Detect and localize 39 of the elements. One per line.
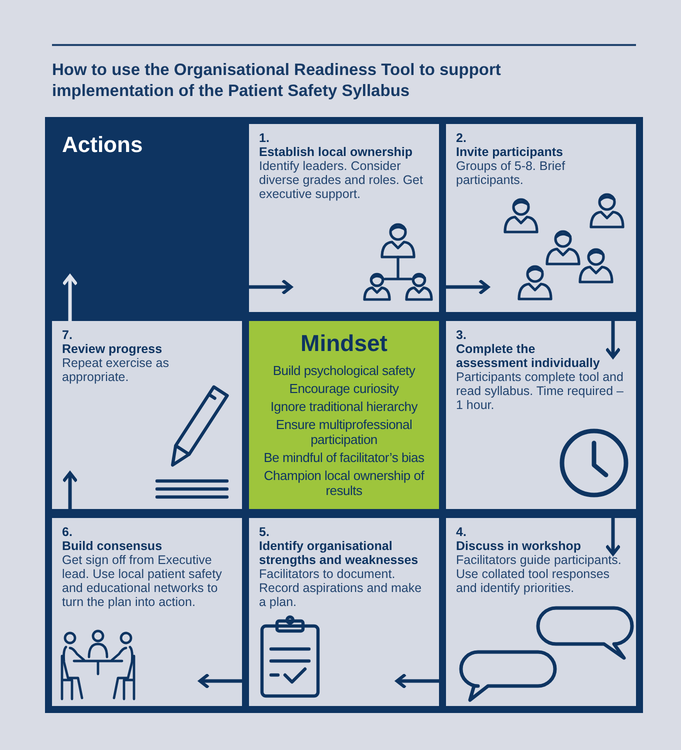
step-description: Identify leaders. Consider diverse grades and roles. Get executive support.	[259, 159, 424, 201]
step-card	[249, 518, 439, 706]
mindset-item: Ensure multiprofessional participation	[274, 417, 414, 447]
step-heading: Review progress	[62, 342, 162, 356]
step-heading: Discuss in workshop	[456, 539, 582, 553]
step-number: 3.	[456, 328, 466, 342]
step-number: 6.	[62, 525, 72, 539]
arrow	[62, 274, 78, 321]
step-card	[52, 321, 242, 509]
mindset-item: Be mindful of facilitator’s bias	[264, 450, 424, 465]
step-card	[446, 518, 636, 706]
step-description: Groups of 5-8. Brief participants.	[456, 159, 566, 187]
step-heading: Complete the assessment individually	[456, 342, 601, 370]
panel-heading: Actions	[62, 132, 143, 158]
step-card	[446, 124, 636, 312]
step-number: 2.	[456, 131, 466, 145]
step-heading: Establish local ownership	[259, 145, 413, 159]
step-heading: Build consensus	[62, 539, 162, 553]
step-heading: Invite participants	[456, 145, 563, 159]
step-card	[446, 321, 636, 509]
step-description: Facilitators guide participants. Use collated tool responses and identify priorities.	[456, 553, 622, 595]
step-description: Repeat exercise as appropriate.	[62, 356, 170, 384]
mindset-item: Champion local ownership of results	[262, 468, 426, 498]
step-description: Facilitators to document. Record aspirations and make a plan.	[259, 567, 423, 609]
panel-heading: Mindset	[300, 330, 388, 357]
diagram-title: How to use the Organisational Readiness Tool to support implementation of the Patient Safety Syllabus	[52, 60, 502, 102]
step-number: 5.	[259, 525, 270, 539]
mindset-item: Encourage curiosity	[289, 381, 399, 396]
step-number: 7.	[62, 328, 72, 342]
mindset-item: Build psychological safety	[272, 363, 416, 378]
step-number: 4.	[456, 525, 466, 539]
step-number: 1.	[259, 131, 270, 145]
step-description: Get sign off from Executive lead. Use local patient safety and educational networks to turn the plan into action.	[62, 553, 223, 609]
step-heading: Identify organisational strengths and weaknesses	[259, 539, 420, 567]
mindset-panel	[249, 321, 439, 509]
step-card	[52, 518, 242, 706]
step-card	[249, 124, 439, 312]
step-description: Participants complete tool and read syllabus. Time required – 1 hour.	[456, 370, 624, 412]
mindset-item: Ignore traditional hierarchy	[270, 399, 418, 414]
